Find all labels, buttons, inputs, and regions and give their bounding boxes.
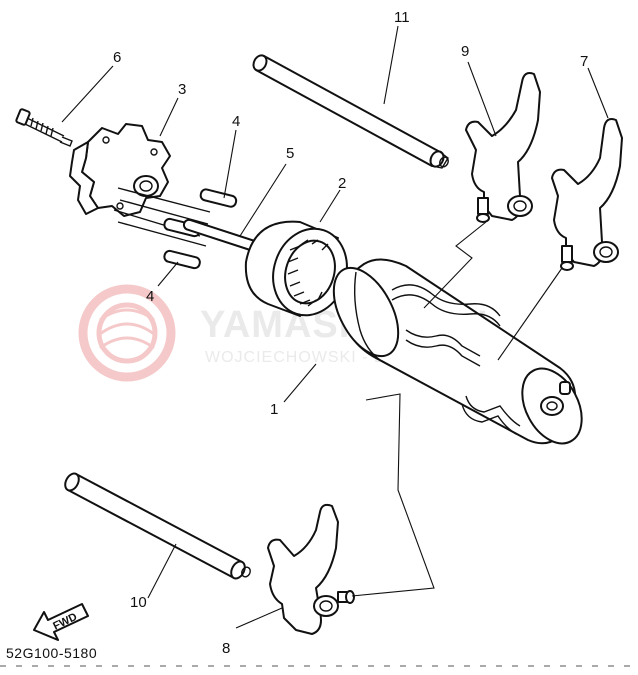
callout-10: 10 <box>130 594 147 611</box>
fwd-arrow-icon: FWD <box>33 603 89 641</box>
callout-8: 8 <box>222 640 230 657</box>
part-7-shift-fork <box>551 118 623 271</box>
callout-7: 7 <box>580 53 588 70</box>
part-11-guide-bar <box>252 54 449 169</box>
callout-2: 2 <box>338 175 346 192</box>
callout-4-bottom: 4 <box>146 288 154 305</box>
fwd-label: FWD <box>51 611 79 633</box>
part-3-segment <box>69 123 211 247</box>
callout-6: 6 <box>113 49 121 66</box>
part-code: 52G100-5180 <box>6 645 97 661</box>
callout-4-top: 4 <box>232 113 240 130</box>
part-2-bearing <box>244 220 348 317</box>
part-4-pins <box>163 188 238 270</box>
callout-11: 11 <box>394 9 410 26</box>
callout-1: 1 <box>270 401 278 418</box>
part-6-bolt <box>15 108 73 147</box>
part-10-guide-bar <box>64 472 251 580</box>
callout-9: 9 <box>461 43 469 60</box>
leader-lines <box>61 25 609 629</box>
callout-5: 5 <box>286 145 294 162</box>
part-1-shift-drum <box>332 258 583 445</box>
part-8-shift-fork <box>267 503 355 635</box>
callout-labels: 6 3 4 5 2 4 11 9 7 1 10 8 <box>113 9 588 657</box>
watermark-logo <box>78 284 176 382</box>
part-9-shift-fork <box>465 72 541 223</box>
callout-3: 3 <box>178 81 186 98</box>
